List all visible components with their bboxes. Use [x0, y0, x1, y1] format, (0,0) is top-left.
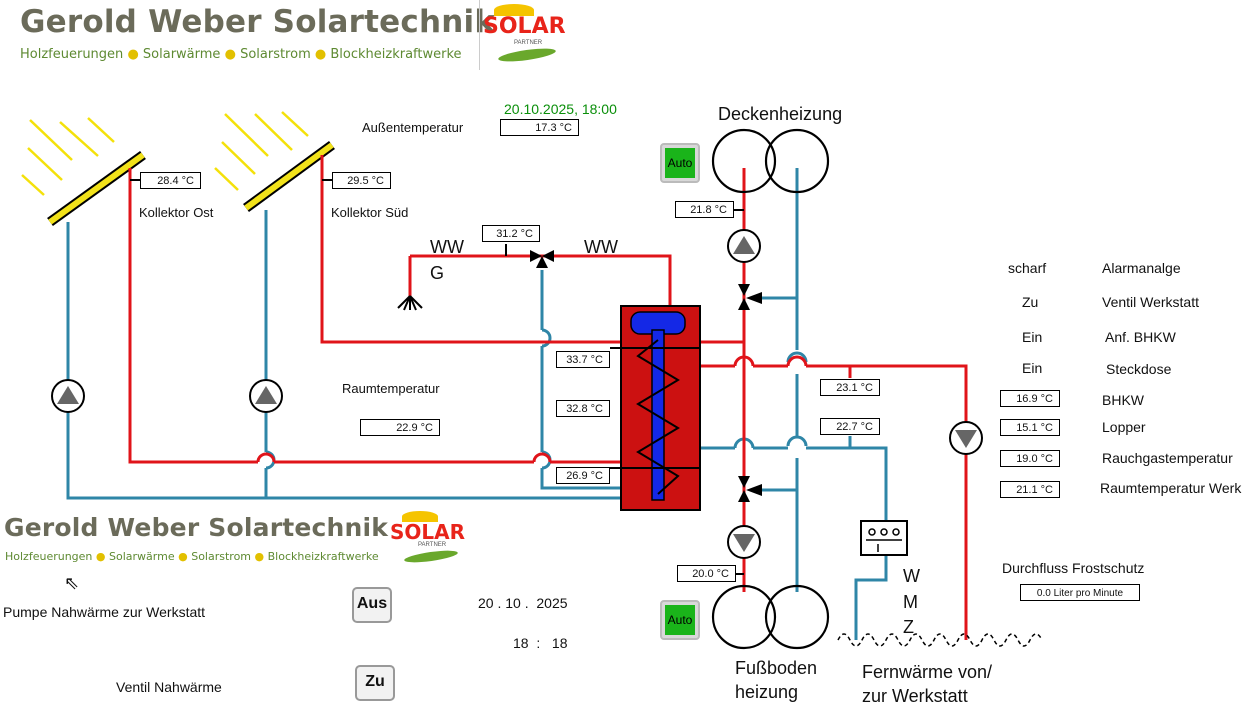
status-name-socket: Steckdose: [1106, 361, 1172, 377]
pump-district-icon: [949, 421, 983, 455]
status-state-socket: Ein: [1022, 360, 1043, 376]
status-state-bhkw: Ein: [1022, 329, 1043, 345]
pump-east-icon: [51, 379, 85, 413]
district-heat-label-2: zur Werkstatt: [862, 686, 968, 706]
brand-name-top: Gerold Weber Solartechnik: [20, 4, 496, 40]
solar-partner-logo: SOLAR PARTNER: [479, 0, 569, 70]
tank-temp-top: 33.7 °C: [556, 351, 610, 368]
ceiling-auto-button[interactable]: Auto: [660, 143, 700, 183]
floor-heating-label-1: Fußboden: [735, 658, 818, 678]
tank-temp-bottom: 26.9 °C: [556, 467, 610, 484]
time-bottom: 18 : 18: [513, 635, 568, 651]
outside-temp-label: Außentemperatur: [362, 120, 464, 135]
pump-ceiling-icon: [727, 229, 761, 263]
ww-left-label: WW: [430, 237, 464, 257]
wmz-letter-w: W: [903, 566, 920, 586]
reading-roomwerk-label: Raumtemperatur Werk: [1100, 480, 1242, 496]
solar-partner-logo-bottom: SOLAR PARTNER: [388, 508, 470, 568]
district-heat-label-1: Fernwärme von/: [862, 662, 993, 682]
flow-value: 0.0 Liter pro Minute: [1020, 584, 1140, 601]
reading-lopper-label: Lopper: [1102, 419, 1146, 435]
collector-east-label: Kollektor Ost: [139, 205, 214, 220]
outside-temp-value: 17.3 °C: [500, 119, 579, 136]
heat-meter-icon: [860, 520, 908, 556]
mouse-cursor-icon: ⇖: [64, 573, 80, 593]
reading-roomwerk-value: 21.1 °C: [1000, 481, 1060, 498]
brand-tagline-bottom: Holzfeuerungen ● Solarwärme ● Solarstrom…: [5, 550, 379, 563]
brand-name-bottom: Gerold Weber Solartechnik: [4, 513, 389, 542]
valve-nahwaerme-button[interactable]: Zu: [355, 665, 395, 701]
ground-line: [837, 633, 1043, 647]
floor-exchanger-icon: [711, 584, 830, 650]
collector-east-temp: 28.4 °C: [140, 172, 201, 189]
sun-rays-south: [214, 111, 309, 191]
collector-south-panel: [243, 140, 335, 213]
collector-south-label: Kollektor Süd: [331, 205, 409, 220]
wmz-letter-m: M: [903, 592, 918, 612]
date-bottom: 20 . 10 . 2025: [478, 595, 568, 611]
wmz-letter-z: Z: [903, 617, 914, 637]
brand-tagline-top: Holzfeuerungen ● Solarwärme ● Solarstrom…: [20, 47, 462, 62]
ww-right-label: WW: [584, 237, 618, 257]
flow-label: Durchfluss Frostschutz: [1002, 560, 1145, 576]
pump-floor-icon: [727, 525, 761, 559]
reading-bhkw-value: 16.9 °C: [1000, 390, 1060, 407]
datetime-top: 20.10.2025, 18:00: [504, 101, 617, 117]
room-temp-label: Raumtemperatur: [342, 381, 440, 396]
ceiling-temp: 21.8 °C: [675, 201, 734, 218]
ww-left-sub: G: [430, 263, 445, 283]
pump-werkstatt-label: Pumpe Nahwärme zur Werkstatt: [3, 604, 206, 620]
sun-rays-east: [21, 117, 115, 196]
status-name-bhkw: Anf. BHKW: [1105, 329, 1176, 345]
storage-tank: [610, 305, 701, 511]
reading-fluegas-value: 19.0 °C: [1000, 450, 1060, 467]
room-temp-value: 22.9 °C: [360, 419, 440, 436]
supply-temp-2: 22.7 °C: [820, 418, 880, 435]
ww-temp: 31.2 °C: [482, 225, 540, 242]
mixing-valve-ceiling-icon: [738, 284, 762, 310]
status-state-alarm: scharf: [1008, 260, 1047, 276]
cold-pipes: [66, 168, 888, 640]
reading-bhkw-label: BHKW: [1102, 392, 1144, 408]
pump-werkstatt-button[interactable]: Aus: [352, 587, 392, 623]
mixing-valve-ww-icon: [530, 250, 554, 268]
floor-heating-label-2: heizung: [735, 682, 799, 702]
reading-fluegas-label: Rauchgastemperatur: [1102, 450, 1233, 466]
reading-lopper-value: 15.1 °C: [1000, 419, 1060, 436]
hot-pipes: [128, 155, 968, 640]
floor-temp: 20.0 °C: [677, 565, 736, 582]
status-name-alarm: Alarmanalge: [1102, 260, 1181, 276]
collector-south-temp: 29.5 °C: [332, 172, 391, 189]
floor-auto-button[interactable]: Auto: [660, 600, 700, 640]
status-name-valve: Ventil Werkstatt: [1102, 294, 1200, 310]
mixing-valve-floor-icon: [738, 476, 762, 502]
ceiling-heating-label: Deckenheizung: [718, 104, 843, 124]
pump-south-icon: [249, 379, 283, 413]
ceiling-exchanger-icon: [711, 128, 830, 194]
collector-east-panel: [47, 150, 146, 227]
supply-temp-1: 23.1 °C: [820, 379, 880, 396]
status-state-valve: Zu: [1022, 294, 1039, 310]
tank-temp-mid: 32.8 °C: [556, 400, 610, 417]
shower-icon: [397, 295, 423, 311]
valve-nahwaerme-label: Ventil Nahwärme: [116, 679, 222, 695]
